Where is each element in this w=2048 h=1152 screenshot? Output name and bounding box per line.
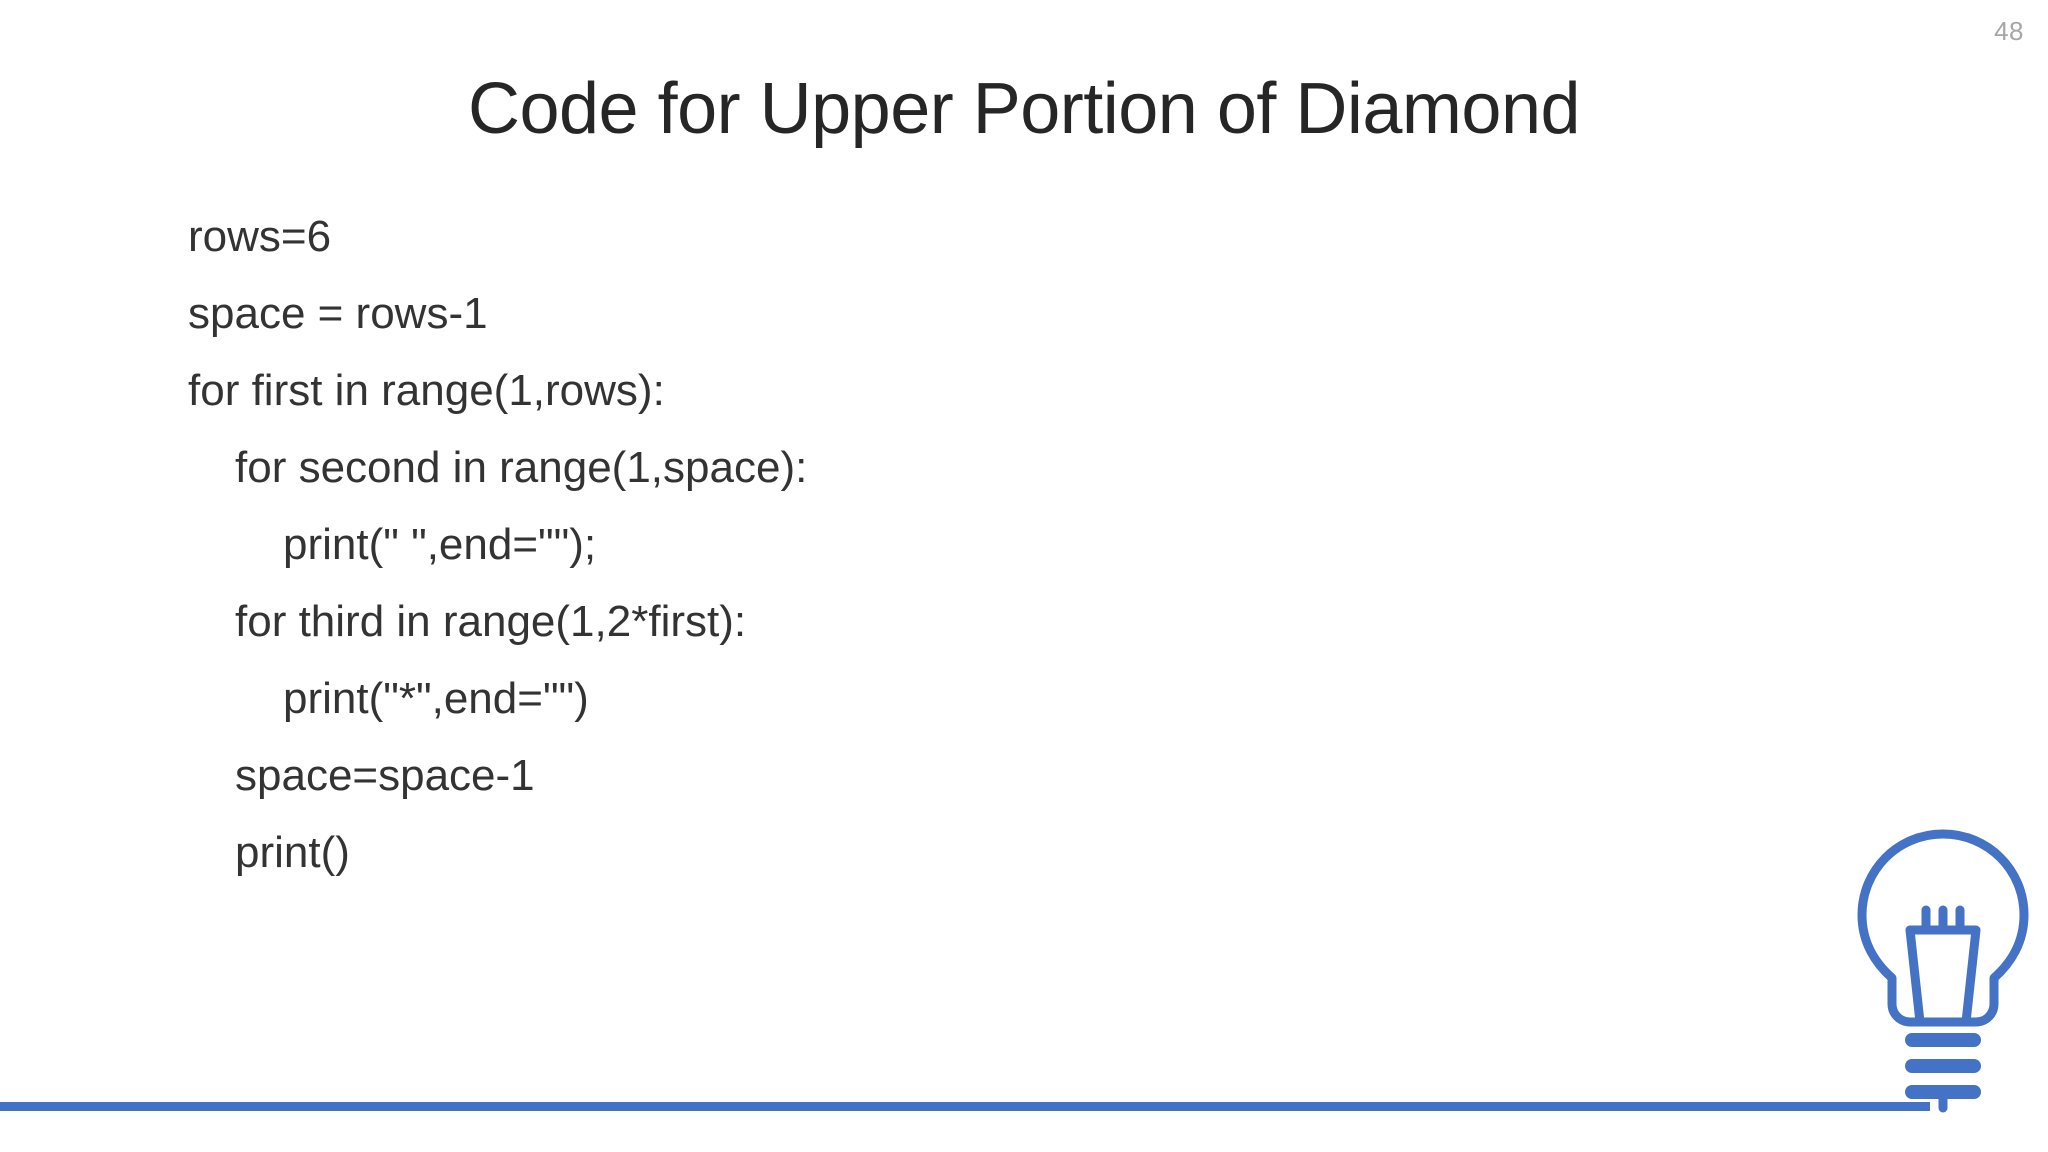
page-title: Code for Upper Portion of Diamond (467, 69, 1581, 149)
code-line: for first in range(1,rows): (188, 366, 665, 415)
code-line: for second in range(1,space): (235, 443, 808, 492)
code-block: rows=6 space = rows-1 for first in range… (188, 198, 1688, 891)
code-line: space = rows-1 (188, 289, 488, 338)
page-number: 48 (1994, 16, 2024, 46)
code-line: for third in range(1,2*first): (235, 597, 747, 646)
code-line: print() (235, 828, 350, 877)
bottom-accent-rule (0, 1102, 1930, 1111)
lightbulb-icon (1838, 818, 2048, 1118)
code-line: print("*",end="") (283, 674, 589, 723)
code-line: space=space-1 (235, 751, 535, 800)
code-line: print(" ",end=""); (283, 520, 597, 569)
code-line: rows=6 (188, 212, 332, 261)
